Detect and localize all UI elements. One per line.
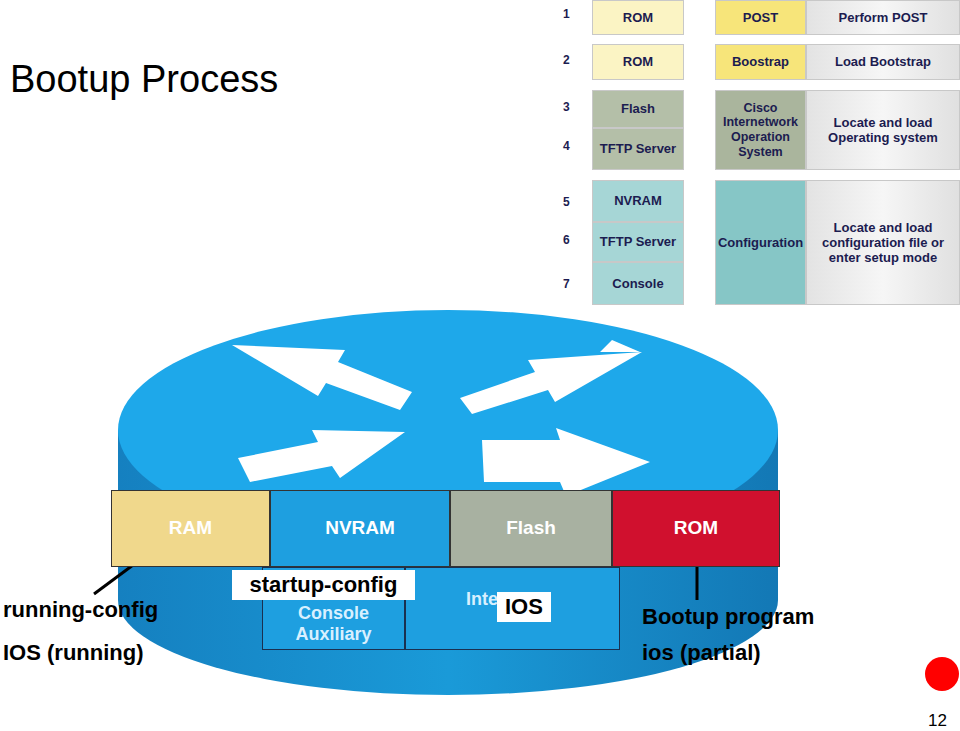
callout-label: running-config [3,597,158,623]
box-text: Console Auxiliary [269,603,398,645]
component-cell: POST [715,0,806,35]
step-number: 1 [563,7,570,21]
location-cell: Flash [592,90,684,128]
box-text: Boostrap [732,54,789,69]
location-cell: Console [592,262,684,305]
box-text: Configuration [718,235,803,250]
component-cell: Cisco Internetwork Operation System [715,90,806,170]
callout-label: ios (partial) [642,640,761,666]
box-text: TFTP Server [600,141,676,156]
location-cell: TFTP Server [592,128,684,170]
memory-block: RAM [111,490,270,567]
box-text: Locate and load Operating system [810,115,956,146]
box-text: NVRAM [325,517,395,539]
memory-block: ROM [612,490,780,567]
step-number: 2 [563,53,570,67]
box-text: Perform POST [839,10,928,25]
step-number: 6 [563,233,570,247]
box-text: ROM [674,517,718,539]
location-cell: ROM [592,0,684,35]
callout-label: startup-config [232,570,415,600]
memory-block: Flash [450,490,612,567]
box-text: RAM [169,517,212,539]
box-text: Flash [621,101,655,116]
callout-label: IOS [497,592,551,622]
action-cell: Locate and load configuration file or en… [806,180,960,305]
step-number: 4 [563,139,570,153]
router-arrow [482,428,650,496]
red-dot [925,657,959,691]
box-text: ROM [623,10,653,25]
callout-label: IOS (running) [3,640,144,666]
step-number: 5 [563,195,570,209]
slide-title: Bootup Process [10,58,278,101]
router-arrow [460,352,642,414]
location-cell: NVRAM [592,180,684,222]
memory-block: NVRAM [270,490,450,567]
box-text: TFTP Server [600,234,676,249]
page-number: 12 [928,711,947,731]
component-cell: Configuration [715,180,806,305]
step-number: 3 [563,100,570,114]
step-number: 7 [563,277,570,291]
box-text: Locate and load configuration file or en… [810,220,956,266]
router-arrow [238,430,405,482]
box-text: Load Bootstrap [835,54,931,69]
box-text: ROM [623,54,653,69]
box-text: Inte [466,589,498,610]
box-text: Console [612,276,663,291]
router-arrow [232,345,412,410]
action-cell: Perform POST [806,0,960,35]
box-text: Flash [506,517,556,539]
component-cell: Boostrap [715,44,806,80]
box-text: NVRAM [614,193,662,208]
action-cell: Locate and load Operating system [806,90,960,170]
box-text: Cisco Internetwork Operation System [719,101,802,160]
action-cell: Load Bootstrap [806,44,960,80]
location-cell: TFTP Server [592,222,684,262]
callout-label: Bootup program [642,604,814,630]
location-cell: ROM [592,44,684,80]
box-text: POST [743,10,778,25]
router-arrow [516,340,640,352]
